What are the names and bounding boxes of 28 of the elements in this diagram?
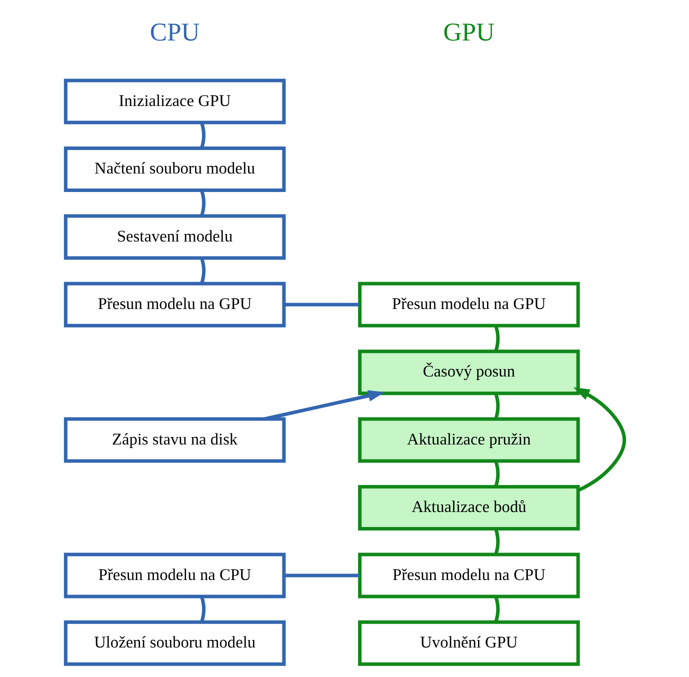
arrow: [263, 390, 384, 421]
connector: [494, 596, 500, 623]
arrow: [572, 387, 626, 492]
connector: [283, 302, 359, 306]
connector: [199, 596, 205, 623]
connector: [494, 392, 500, 420]
connector: [494, 528, 500, 555]
label: GPU: [442, 17, 494, 46]
node-box: Inizializace GPU: [63, 78, 286, 124]
node-box: Aktualizace bodů: [358, 485, 580, 530]
node-box: Uvolnění GPU: [358, 620, 580, 666]
connector: [199, 258, 205, 284]
connector: [494, 325, 500, 352]
connector: [199, 122, 205, 149]
node-box: Uložení souboru modelu: [63, 620, 286, 666]
node-box: Přesun modelu na CPU: [358, 552, 580, 598]
connector: [199, 190, 205, 216]
connector: [494, 460, 500, 488]
node-box: Přesun modelu na GPU: [63, 282, 286, 328]
node-box: Aktualizace pružin: [358, 417, 580, 463]
connector: [283, 574, 359, 578]
node-box: Zápis stavu na disk: [63, 417, 286, 463]
label: CPU: [149, 17, 200, 46]
node-box: Sestavení modelu: [63, 214, 286, 260]
node-box: Přesun modelu na CPU: [63, 552, 286, 598]
node-box: Časový posun: [358, 350, 580, 396]
node-box: Načtení souboru modelu: [63, 146, 286, 192]
node-box: Přesun modelu na GPU: [358, 282, 580, 328]
